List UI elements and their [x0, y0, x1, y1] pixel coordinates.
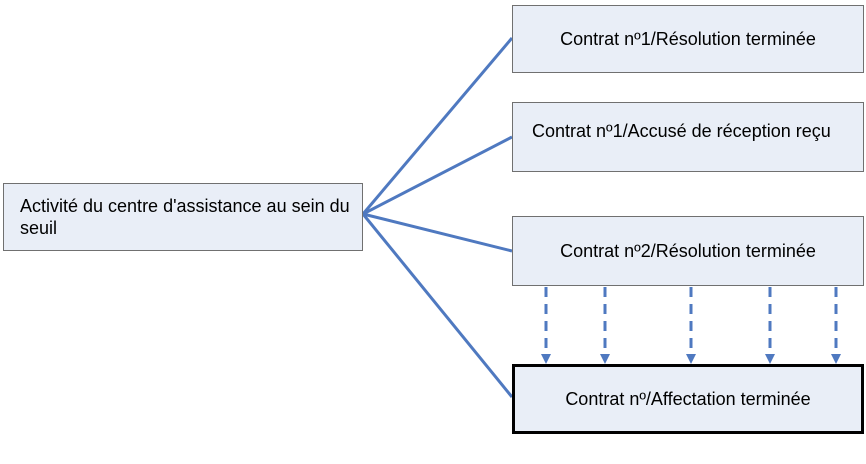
target-node-4: Contrat nº/Affectation terminée — [512, 364, 864, 434]
source-node: Activité du centre d'assistance au sein … — [3, 183, 363, 251]
connector-line-target-4 — [361, 213, 514, 398]
connector-line-target-3 — [362, 212, 513, 253]
connector-line-target-2 — [362, 135, 513, 216]
target-node-3: Contrat nº2/Résolution terminée — [512, 216, 864, 286]
target-node-2: Contrat nº1/Accusé de réception reçu — [512, 102, 864, 172]
target-node-1: Contrat nº1/Résolution terminée — [512, 5, 864, 73]
connector-line-target-1 — [361, 37, 514, 215]
